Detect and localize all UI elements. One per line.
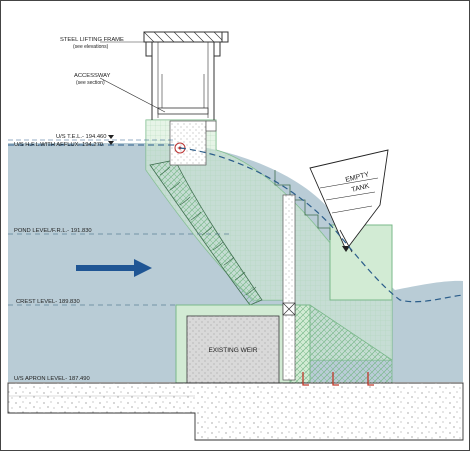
stepped-face: [274, 170, 331, 240]
empty-tank: [309, 149, 389, 253]
hinge-pin: [174, 142, 186, 154]
apron-label: U/S APRON LEVEL- 187.490: [14, 376, 90, 382]
accessway: [157, 107, 209, 115]
frame-label: STEEL LIFTING FRAME: [60, 37, 124, 43]
anchor-bolts: [302, 372, 374, 386]
skin-plate-stiffeners: [159, 166, 257, 296]
downstream-panel: [329, 224, 393, 301]
hfl-label: U/S H.F.L WITH AFFLUX- 194.270: [14, 142, 103, 148]
access-sublabel: (see section): [76, 80, 105, 86]
tel-label: U/S T.E.L.- 194.460: [56, 134, 107, 140]
steel-lifting-frame: [143, 31, 229, 120]
existing-weir-label: EXISTING WEIR: [208, 347, 257, 354]
hfl-marker-icon: [108, 141, 114, 145]
pond-label: POND LEVEL/F.R.L.- 191.830: [14, 228, 92, 234]
access-label: ACCESSWAY: [74, 73, 111, 79]
tank-label-2: TANK: [351, 183, 371, 194]
gate-swing-path: [179, 147, 464, 303]
tel-marker-icon: [108, 135, 114, 139]
flow-arrow-icon: [76, 259, 152, 277]
frame-sublabel: (see elevations): [73, 44, 109, 50]
crest-label: CREST LEVEL- 189.830: [16, 299, 80, 305]
upstream-water: [8, 143, 180, 382]
